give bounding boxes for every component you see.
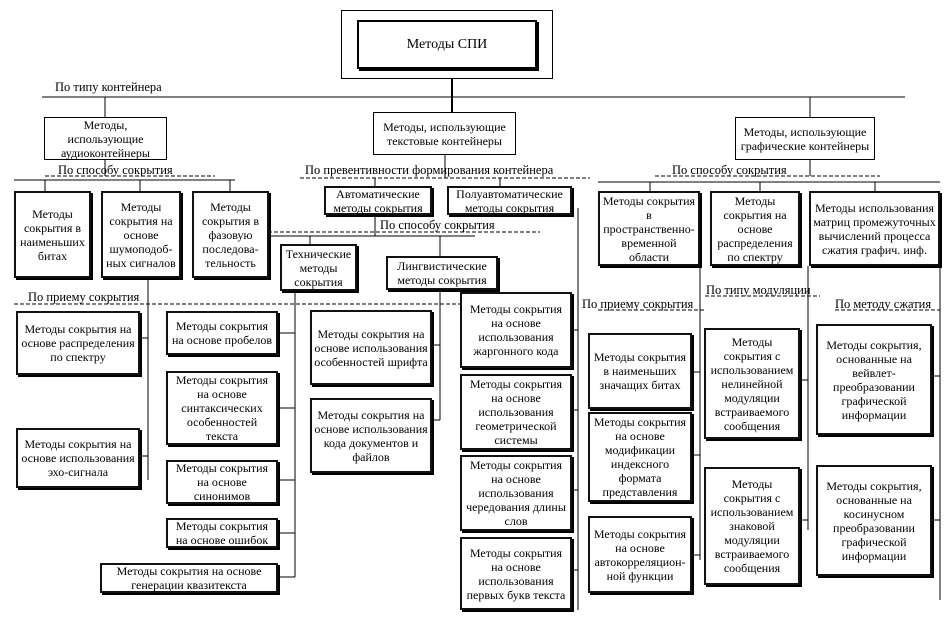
node-graphic-sign: Методы сокрытия с использованием знаково… [704,467,800,585]
node-graphic-autocorr: Методы сокрытия на основе автокорреляцио… [588,516,692,593]
node-graphic-index: Методы сокрытия на основе модификации ин… [588,412,692,502]
node-audio-containers: Методы, использующие аудиоконтейнеры [44,117,167,160]
node-text-linguistic: Лингвистические методы сокрытия [386,256,498,290]
node-graphic-containers: Методы, использующие графические контейн… [735,117,875,160]
node-text-errors: Методы сокрытия на основе ошибок [166,518,278,548]
node-text-automatic: Автоматические методы сокрытия [324,186,432,215]
node-text-synonyms: Методы сокрытия на основе синонимов [166,460,278,504]
label-by-compression: По методу сжатия [835,297,932,311]
node-graphic-wavelet: Методы сокрытия, основанные на вейвлет-п… [816,324,932,435]
node-audio-least-bits: Методы сокрытия в наименьших битах [14,191,91,278]
label-text-by-method: По способу сокрытия [380,218,495,232]
label-by-preventiveness: По превентивности формирования контейнер… [305,163,554,177]
node-audio-echo: Методы сокрытия на основе использования … [16,428,140,488]
node-text-technical: Технические методы сокрытия [280,244,357,291]
label-graphic-by-technique: По приему сокрытия [582,297,694,311]
node-text-font: Методы сокрытия на основе использования … [310,310,432,385]
node-audio-phase: Методы сокрытия в фазовую последова-тель… [192,191,269,278]
root-node: Методы СПИ [357,20,537,69]
node-text-doc-code: Методы сокрытия на основе использования … [310,398,432,473]
root-frame [341,10,553,79]
node-text-quasitext: Методы сокрытия на основе генерации кваз… [100,563,278,593]
node-graphic-matrices: Методы использования матриц промежуточны… [809,191,940,266]
node-text-syntax: Методы сокрытия на основе синтаксических… [166,371,278,445]
node-graphic-nonlinear: Методы сокрытия с использованием нелиней… [704,328,800,439]
label-by-container: По типу контейнера [55,80,162,94]
node-text-first-letters: Методы сокрытия на основе использования … [460,537,572,610]
node-graphic-spatial: Методы сокрытия в пространственно-времен… [598,191,700,266]
node-audio-noise: Методы сокрытия на основе шумоподоб-ных … [101,191,181,278]
node-text-jargon: Методы сокрытия на основе использования … [460,292,572,368]
node-text-geometry: Методы сокрытия на основе использования … [460,374,572,450]
label-by-modulation: По типу модуляции [706,283,811,297]
node-graphic-lsb: Методы сокрытия в наименьших значащих би… [588,333,692,409]
node-text-semiautomatic: Полуавтоматические методы сокрытия [447,186,572,215]
label-graphic-by-method: По способу сокрытия [672,163,787,177]
node-text-containers: Методы, использующие текстовые контейнер… [373,112,516,155]
node-text-spaces: Методы сокрытия на основе пробелов [166,311,278,355]
label-audio-by-method: По способу сокрытия [58,163,173,177]
node-audio-spectrum: Методы сокрытия на основе распределения … [16,311,140,375]
node-graphic-spectrum: Методы сокрытия на основе распределения … [710,191,800,266]
node-graphic-cosine: Методы сокрытия, основанные на косинусно… [816,465,932,576]
node-text-word-length: Методы сокрытия на основе использования … [460,455,572,531]
label-audio-by-technique: По приему сокрытия [28,290,140,304]
